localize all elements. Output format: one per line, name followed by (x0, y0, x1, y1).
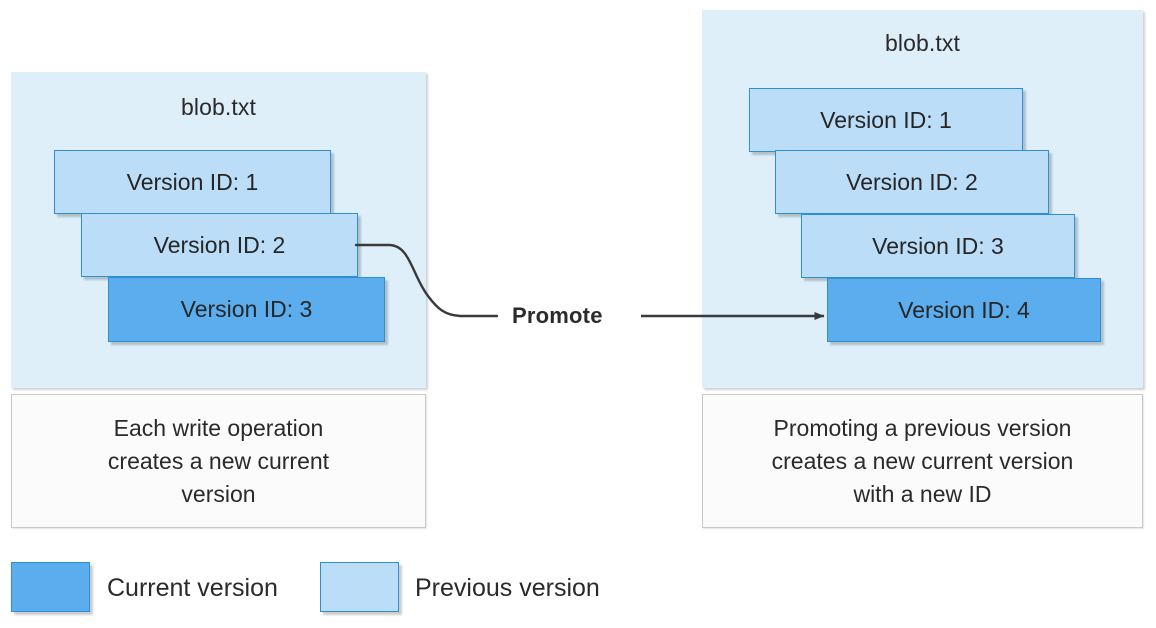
right-caption-line-1: Promoting a previous version (773, 414, 1072, 441)
left-version-box-3-label: Version ID: 3 (180, 296, 313, 322)
right-version-box-4-label: Version ID: 4 (898, 296, 1030, 323)
legend-label-previous-version: Previous version (415, 574, 600, 602)
right-panel-title: blob.txt (885, 30, 960, 56)
legend-swatch-previous-version (320, 562, 399, 612)
right-caption-text: Promoting a previous version creates a n… (758, 412, 1088, 511)
legend-swatch-current-version (11, 562, 90, 612)
right-caption-box: Promoting a previous version creates a n… (702, 394, 1143, 528)
left-caption-line-1: Each write operation (113, 414, 324, 441)
right-version-box-1: Version ID: 1 (749, 88, 1023, 152)
legend-label-current-version: Current version (107, 574, 278, 602)
right-version-box-3: Version ID: 3 (801, 214, 1075, 278)
promote-label: Promote (512, 303, 603, 328)
left-version-box-3: Version ID: 3 (108, 277, 385, 342)
left-caption-box: Each write operation creates a new curre… (11, 394, 426, 528)
left-version-box-1: Version ID: 1 (54, 150, 331, 214)
right-version-box-1-label: Version ID: 1 (820, 106, 952, 133)
right-caption-line-3: with a new ID (853, 480, 992, 507)
left-version-box-2: Version ID: 2 (81, 213, 358, 277)
left-caption-text: Each write operation creates a new curre… (94, 412, 343, 511)
right-version-box-2: Version ID: 2 (775, 150, 1049, 214)
left-version-box-2-label: Version ID: 2 (153, 231, 286, 258)
left-caption-line-2: creates a new current (107, 447, 330, 474)
right-version-box-3-label: Version ID: 3 (872, 232, 1004, 259)
left-version-box-1-label: Version ID: 1 (126, 168, 259, 195)
right-version-box-4: Version ID: 4 (827, 278, 1101, 342)
right-caption-line-2: creates a new current version (771, 447, 1074, 474)
right-version-box-2-label: Version ID: 2 (846, 168, 978, 195)
left-panel-title: blob.txt (181, 94, 256, 120)
left-caption-line-3: version (181, 480, 256, 507)
